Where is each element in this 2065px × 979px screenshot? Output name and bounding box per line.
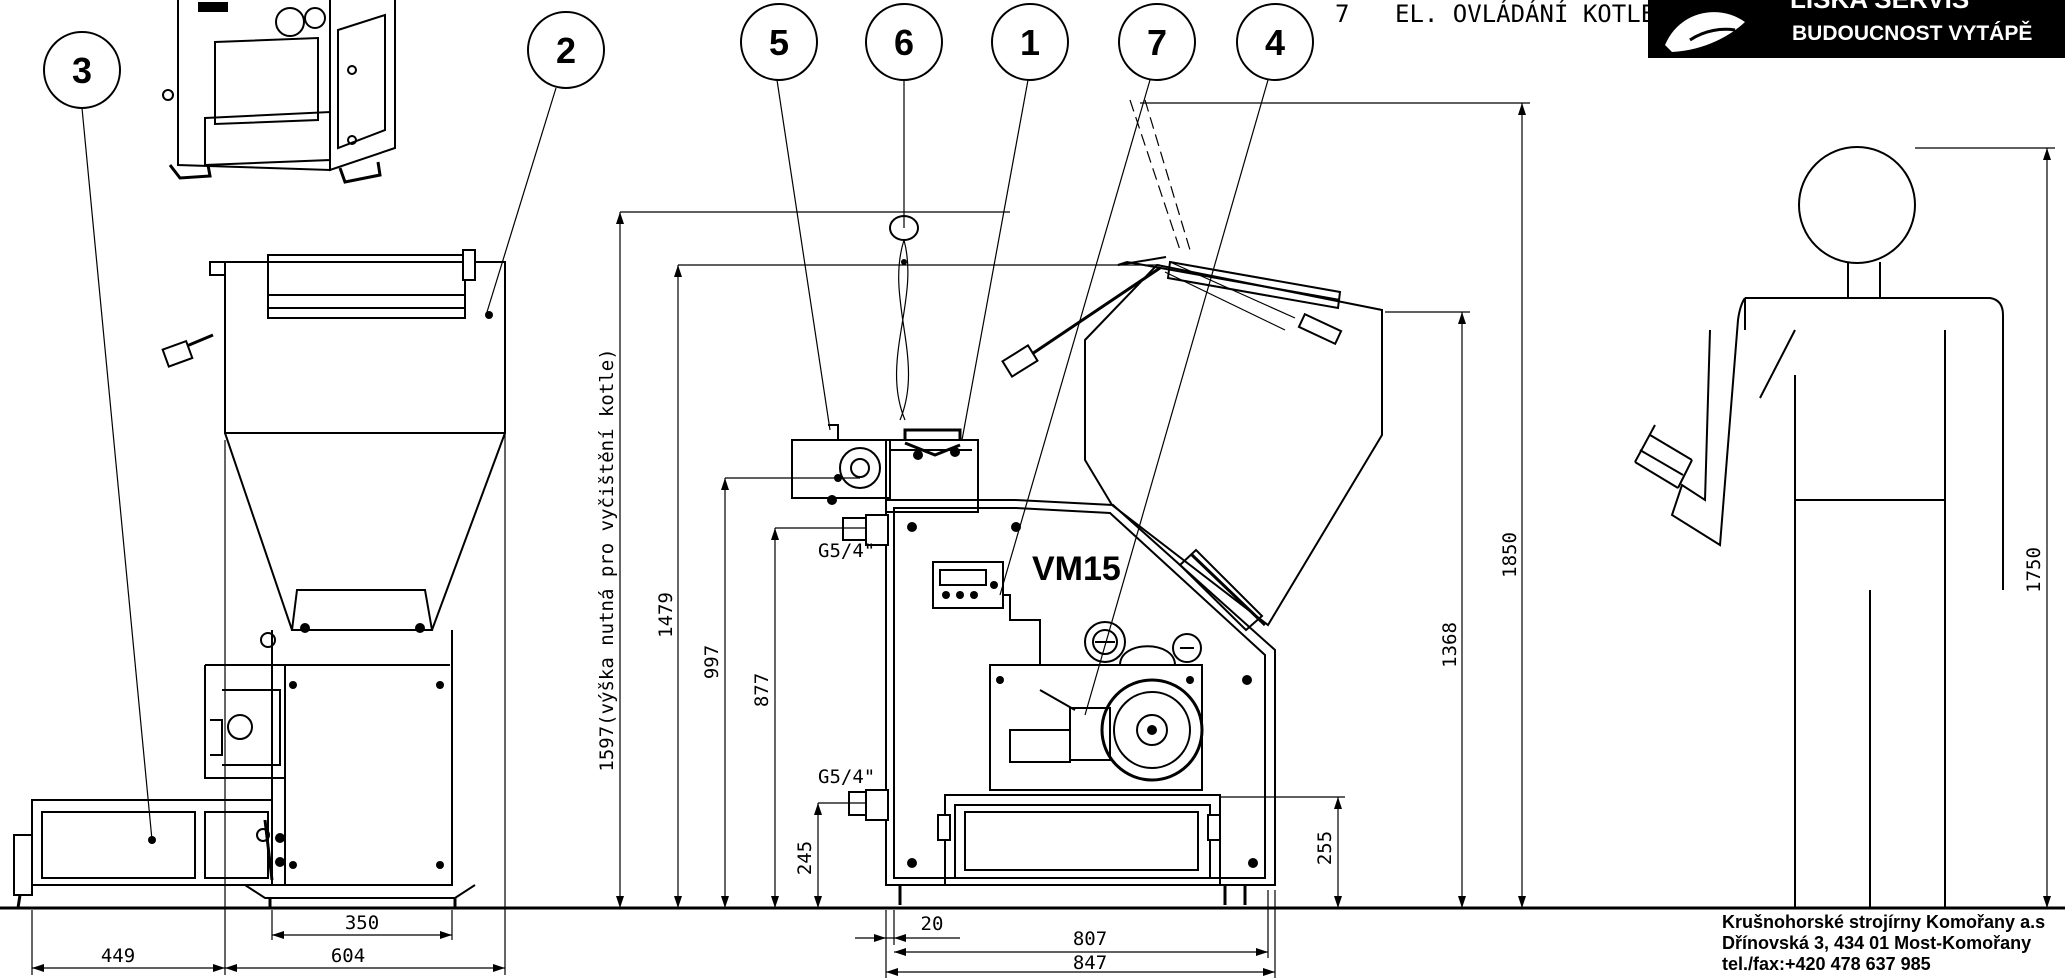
dim-245: 245 bbox=[794, 841, 816, 875]
front-view-boiler: VM15 bbox=[791, 215, 1276, 905]
callout-1-label: 1 bbox=[1020, 22, 1040, 63]
dim-lines-human bbox=[1915, 147, 2055, 908]
model-label: VM15 bbox=[1032, 550, 1121, 588]
callout-5-label: 5 bbox=[769, 22, 789, 63]
callout-3-label: 3 bbox=[72, 50, 92, 91]
side-view-hopper bbox=[13, 249, 506, 909]
dim-807: 807 bbox=[1073, 928, 1107, 950]
callout-6-label: 6 bbox=[894, 22, 914, 63]
dim-1850: 1850 bbox=[1499, 532, 1521, 578]
legend-item-number: 7 bbox=[1335, 0, 1349, 28]
company-phone: tel./fax:+420 478 637 985 bbox=[1722, 954, 1931, 974]
company-name: Krušnohorské strojírny Komořany a.s bbox=[1722, 912, 2045, 932]
dim-20: 20 bbox=[921, 913, 944, 935]
company-address: Dřínovská 3, 434 01 Most-Komořany bbox=[1722, 933, 2031, 953]
dim-1597-note: 1597(výška nutná pro vyčištění kotle) bbox=[596, 348, 618, 771]
dim-lines-left bbox=[31, 262, 506, 975]
callout-1: 1 bbox=[991, 3, 1069, 81]
dim-350: 350 bbox=[345, 912, 379, 934]
dim-449: 449 bbox=[101, 945, 135, 967]
pipe-label-lower: G5/4" bbox=[818, 766, 875, 788]
dim-847: 847 bbox=[1073, 952, 1107, 974]
callout-2-label: 2 bbox=[556, 30, 576, 71]
callout-5: 5 bbox=[740, 3, 818, 81]
company-info: Krušnohorské strojírny Komořany a.s Dřín… bbox=[1722, 912, 2045, 974]
dim-604: 604 bbox=[331, 945, 365, 967]
callout-6: 6 bbox=[865, 3, 943, 81]
front-view-hopper bbox=[1001, 99, 1383, 632]
callout-7-label: 7 bbox=[1147, 22, 1167, 63]
callout-7: 7 bbox=[1118, 3, 1196, 81]
callout-4-label: 4 bbox=[1265, 22, 1285, 63]
dim-1750: 1750 bbox=[2023, 547, 2045, 593]
leader-lines bbox=[81, 79, 1269, 841]
company-logo: LIŠKA SERVIS BUDOUCNOST VYTÁPĚ bbox=[1648, 0, 2065, 58]
human-figure bbox=[1634, 146, 2004, 908]
dim-877: 877 bbox=[751, 673, 773, 707]
logo-text-top: LIŠKA SERVIS bbox=[1790, 0, 1969, 14]
dim-997: 997 bbox=[701, 645, 723, 679]
logo-text-bottom: BUDOUCNOST VYTÁPĚ bbox=[1792, 21, 2032, 45]
perspective-view bbox=[162, 0, 396, 184]
callout-3: 3 bbox=[43, 31, 121, 109]
legend-header: 7 EL. OVLÁDÁNÍ KOTLE bbox=[1335, 0, 1655, 28]
pipe-label-upper: G5/4" bbox=[818, 540, 875, 562]
legend-item-label: EL. OVLÁDÁNÍ KOTLE bbox=[1395, 0, 1655, 28]
dim-1368: 1368 bbox=[1439, 622, 1461, 668]
callout-2: 2 bbox=[527, 11, 605, 89]
callout-4: 4 bbox=[1236, 3, 1314, 81]
dim-255: 255 bbox=[1314, 831, 1336, 865]
dim-lines-front bbox=[616, 102, 1530, 978]
dim-1479: 1479 bbox=[655, 592, 677, 638]
